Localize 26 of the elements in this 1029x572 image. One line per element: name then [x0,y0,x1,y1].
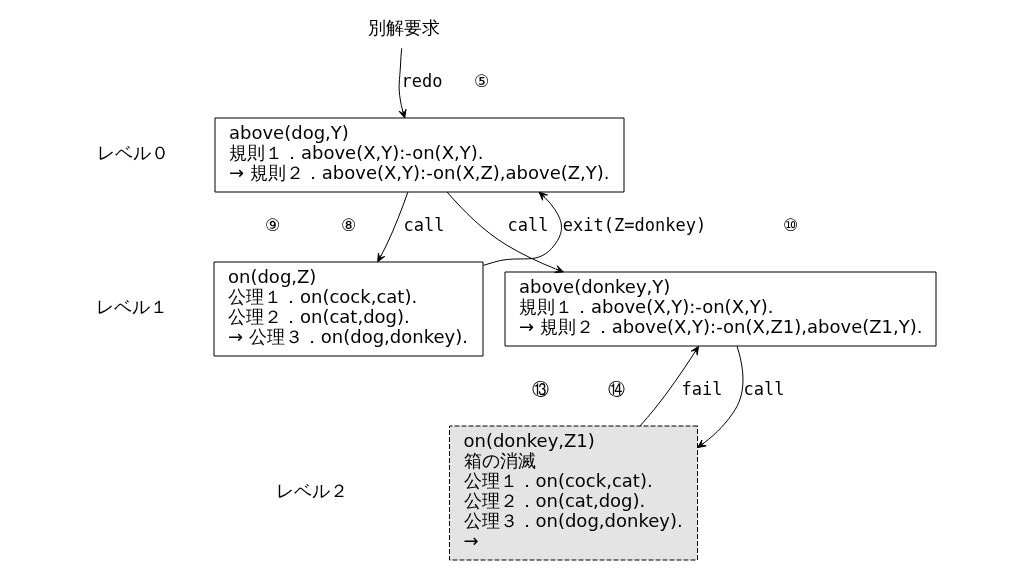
node-box: above(dog,Y) 規則１．above(X,Y):-on(X,Y). → 規則２．above(X,Y):-on(X,Z),above(Z,Y). [214,117,625,193]
label: ⑭ [608,379,625,400]
node-text: 別解要求 [367,17,440,39]
edge-label: redo [401,71,443,92]
arrow [639,345,699,427]
arrow [446,191,564,273]
arrow [398,47,407,119]
edge-label: call [743,379,785,400]
arrow [697,345,744,449]
label: レベル２ [275,480,348,502]
node-box: above(donkey,Y) 規則１．above(X,Y):-on(X,Y). → 規則２．above(X,Y):-on(X,Z1),above(Z1,Y). [504,271,937,347]
edge-label: fail [681,379,723,400]
edge-label: call [507,215,549,236]
label: ⑩ [782,215,799,236]
label: ⑨ [264,215,281,236]
label: ⑬ [532,379,549,400]
arrow [482,191,562,266]
edge-label: exit(Z=donkey) [562,215,707,236]
node-box: on(dog,Z) 公理１．on(cock,cat). 公理２．on(cat,dog). → 公理３．on(dog,donkey). [213,261,484,357]
label: ⑧ [340,215,357,236]
edge-label: call [403,215,445,236]
label: レベル１ [95,296,168,318]
label: ⑤ [473,71,490,92]
node-box: on(donkey,Z1) 箱の消滅 公理１．on(cock,cat). 公理２．on(cat,dog). 公理３．on(dog,donkey). → [449,425,698,561]
label: レベル０ [96,142,169,164]
arrow [377,191,409,263]
